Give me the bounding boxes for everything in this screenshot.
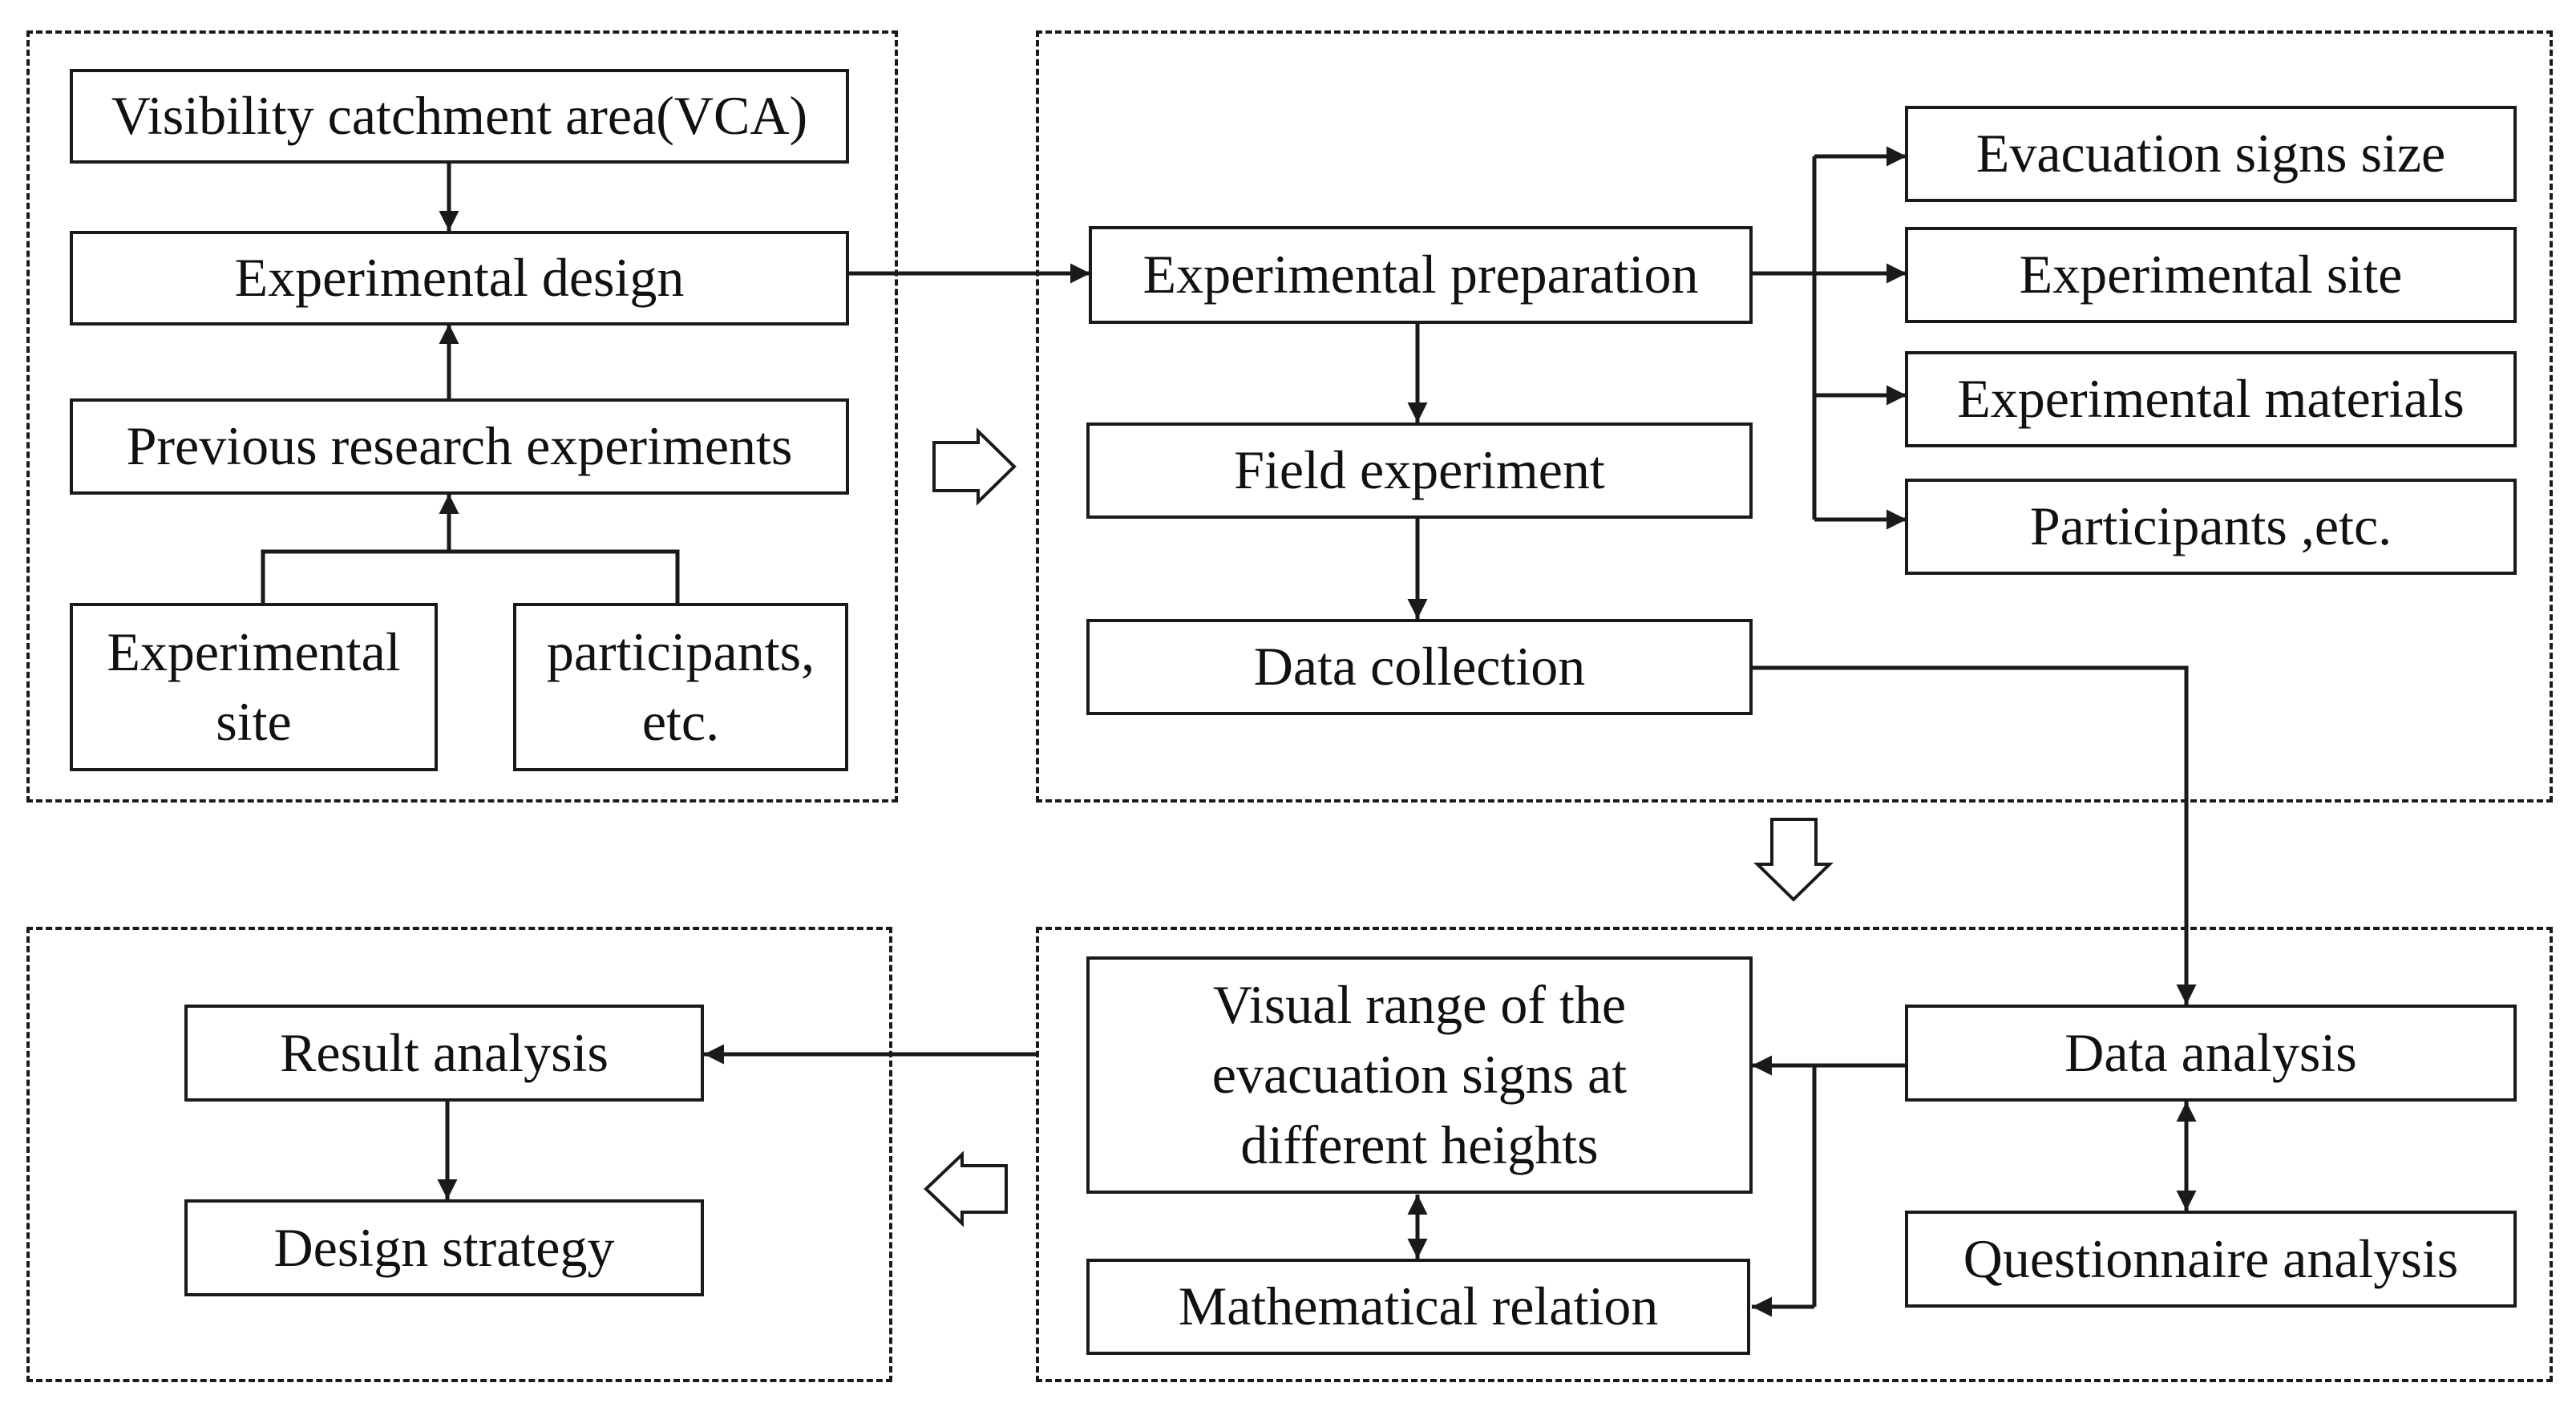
box-mathematical-relation: Mathematical relation: [1086, 1259, 1750, 1355]
box-experimental-site-right: Experimental site: [1905, 227, 2517, 323]
box-experimental-materials: Experimental materials: [1905, 351, 2517, 447]
panel-analysis: [1036, 927, 2553, 1382]
box-questionnaire-analysis: Questionnaire analysis: [1905, 1211, 2517, 1308]
box-field-experiment: Field experiment: [1086, 423, 1753, 519]
box-previous-research-experiments: Previous research experiments: [70, 398, 849, 495]
connector-site-participants-bracket: [261, 549, 680, 603]
box-visibility-catchment-area: Visibility catchment area(VCA): [70, 69, 849, 164]
box-experimental-site-left: Experimental site: [70, 603, 438, 771]
box-design-strategy: Design strategy: [184, 1199, 704, 1296]
panel-experiment: [1036, 30, 2553, 803]
block-arrow-down: [1753, 818, 1834, 902]
block-arrow-left: [924, 1150, 1008, 1227]
panel-results: [26, 927, 892, 1382]
box-participants-left: participants, etc.: [513, 603, 848, 771]
box-visual-range: Visual range of the evacuation signs at …: [1086, 956, 1753, 1194]
box-result-analysis: Result analysis: [184, 1005, 704, 1102]
box-data-collection: Data collection: [1086, 619, 1753, 715]
box-data-analysis: Data analysis: [1905, 1005, 2517, 1102]
arrow-collection-to-analysis: [1752, 665, 2197, 1005]
box-experimental-design: Experimental design: [70, 231, 849, 325]
block-arrow-right: [932, 427, 1017, 506]
box-experimental-preparation: Experimental preparation: [1089, 226, 1753, 324]
box-participants-right: Participants ,etc.: [1905, 479, 2517, 575]
panel-design: [26, 30, 898, 803]
box-evacuation-signs-size: Evacuation signs size: [1905, 106, 2517, 202]
